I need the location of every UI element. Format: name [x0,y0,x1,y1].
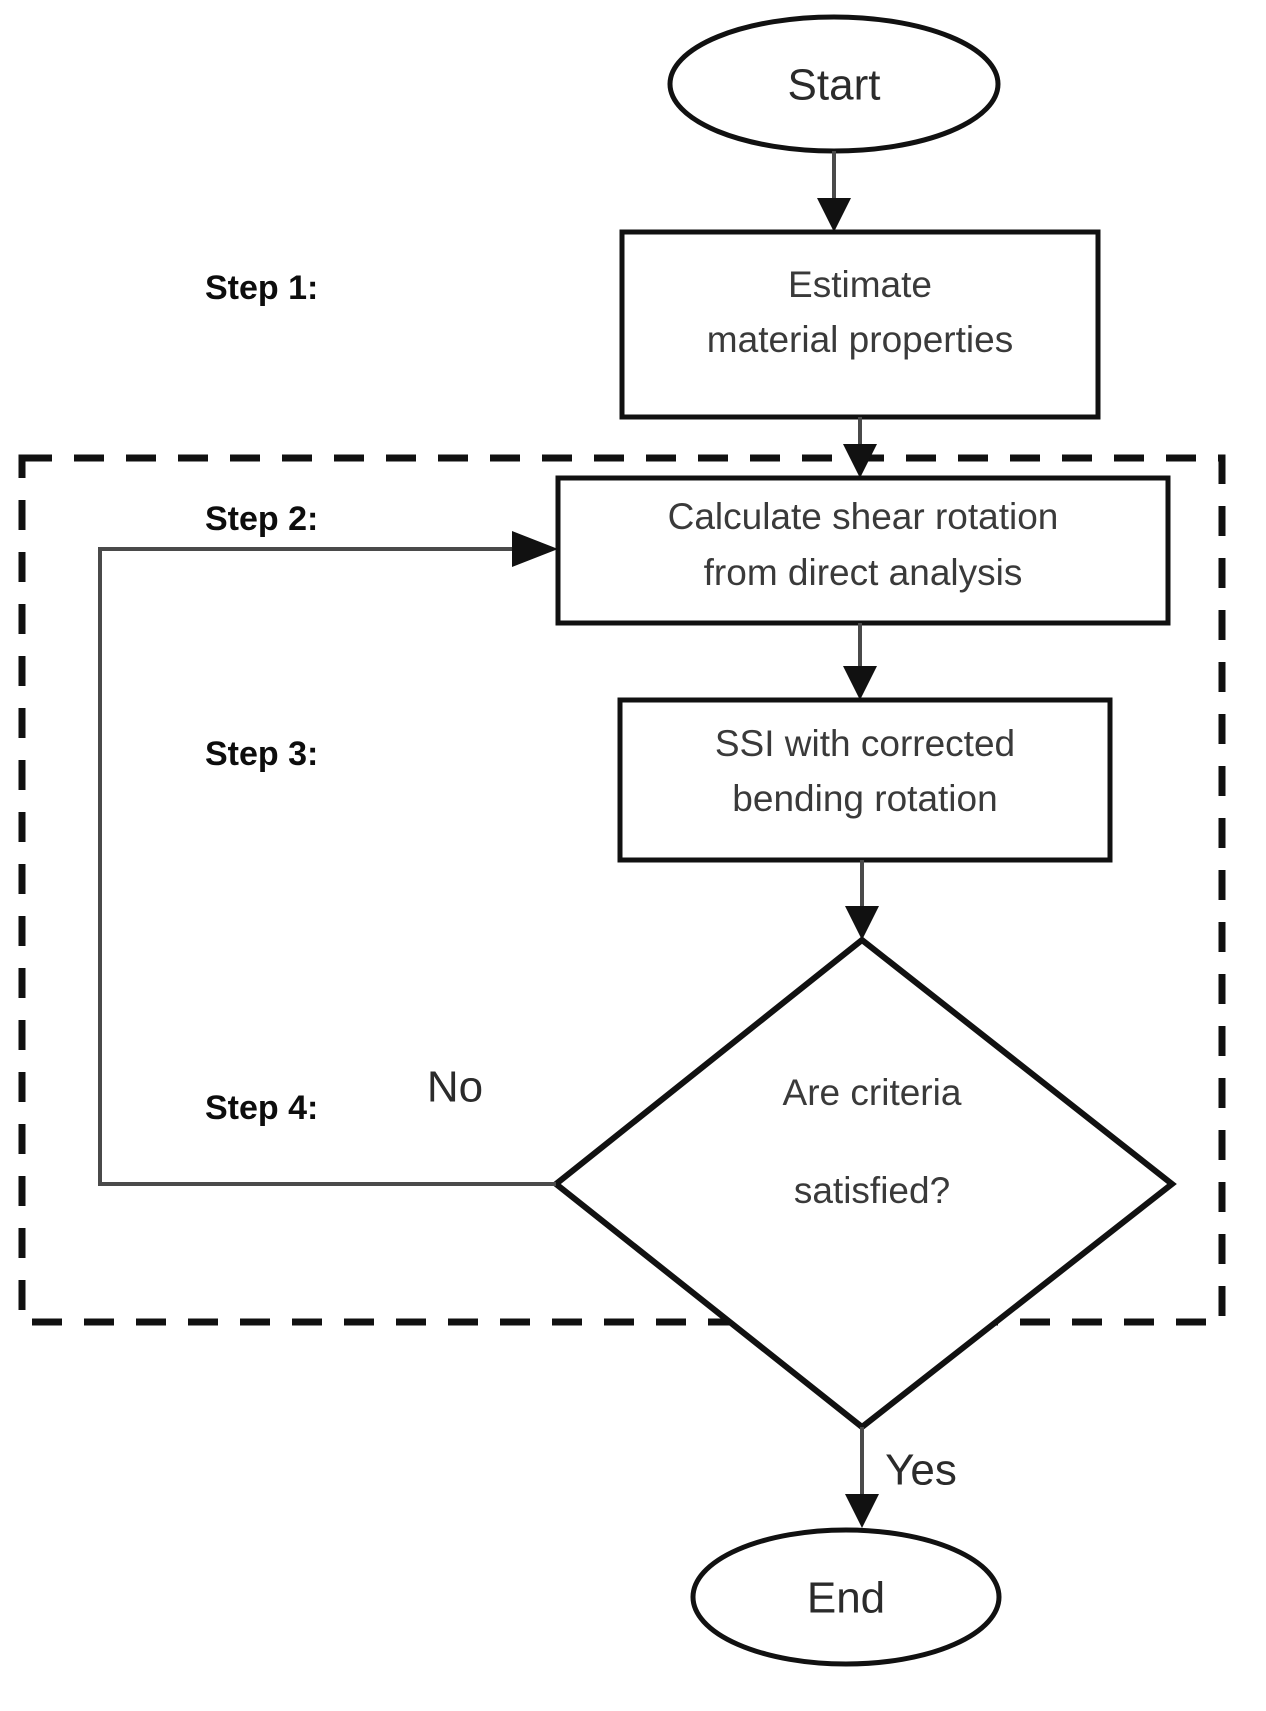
step-label-2: Step 2: [205,500,318,538]
step3-process-line2: bending rotation [732,778,997,819]
end-terminal-shape[interactable] [690,1527,1002,1667]
arrowhead-step3-to-decision [845,906,879,940]
edge-label-yes: Yes [885,1446,957,1495]
start-terminal-label: Start [788,61,881,110]
step2-process-shape[interactable] [555,475,1171,626]
arrowhead-start-to-step1 [817,198,851,232]
decision-line1: Are criteria [783,1072,962,1113]
step1-process-shape[interactable] [619,229,1101,420]
step-label-4: Step 4: [205,1089,318,1127]
step2-process-line1: Calculate shear rotation [668,496,1059,537]
iteration-group-dashed-box [18,454,1226,1326]
arrowhead-step2-to-step3 [843,666,877,700]
step-label-1: Step 1: [205,269,318,307]
arrowhead-no-into-step2 [512,531,558,567]
step3-process-line1: SSI with corrected [715,723,1015,764]
step-label-3: Step 3: [205,735,318,773]
step1-process-line2: material properties [707,319,1013,360]
arrowhead-yes-to-end [845,1494,879,1528]
end-terminal-label: End [807,1574,885,1623]
step1-process-line1: Estimate [788,264,932,305]
step3-process-shape[interactable] [617,697,1113,863]
connector-no-feedback-loop [98,547,556,1186]
arrowhead-step1-to-step2 [843,444,877,478]
step2-process-line2: from direct analysis [704,552,1023,593]
edge-label-no: No [427,1063,483,1112]
decision-line2: satisfied? [794,1170,950,1211]
